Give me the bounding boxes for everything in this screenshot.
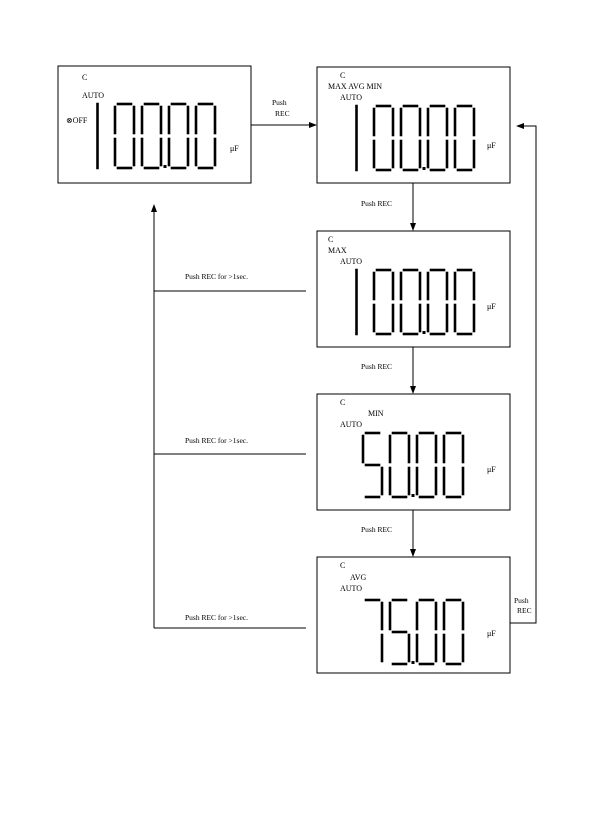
function-label-c: C (340, 398, 345, 407)
function-label-c: C (82, 73, 87, 82)
unit-label: μF (230, 144, 239, 153)
decimal-point (423, 167, 426, 170)
arrow-d5-to-d2: Push REC (510, 123, 536, 623)
mode-label: MAX AVG MIN (328, 82, 382, 91)
lcd-display-3: C MAX AUTO μF (317, 231, 510, 347)
mode-label: MIN (368, 409, 384, 418)
transition-label: Push (514, 596, 529, 605)
transition-label: REC (517, 606, 532, 615)
return-label: Push REC for >1sec. (185, 272, 248, 281)
unit-label: μF (487, 141, 496, 150)
decimal-point (423, 331, 426, 334)
return-path: Push REC for >1sec. Push REC for >1sec. … (151, 204, 306, 628)
arrow-d1-to-d2: Push REC (251, 98, 317, 128)
off-label: ⊗OFF (66, 116, 88, 125)
lcd-display-5: C AVG AUTO μF (317, 557, 510, 673)
decimal-point (164, 165, 167, 168)
auto-label: AUTO (340, 584, 362, 593)
auto-label: AUTO (340, 93, 362, 102)
mode-label: MAX (328, 246, 347, 255)
transition-label: Push REC (361, 362, 392, 371)
transition-label: Push (272, 98, 287, 107)
transition-label: Push REC (361, 199, 392, 208)
arrow-d2-to-d3: Push REC (361, 183, 416, 231)
unit-label: μF (487, 629, 496, 638)
decimal-point (412, 661, 415, 664)
lcd-display-4: C MIN AUTO μF (317, 394, 510, 510)
return-label: Push REC for >1sec. (185, 613, 248, 622)
return-label: Push REC for >1sec. (185, 436, 248, 445)
mode-label: AVG (350, 573, 367, 582)
unit-label: μF (487, 302, 496, 311)
auto-label: AUTO (340, 420, 362, 429)
arrow-d4-to-d5: Push REC (361, 510, 416, 557)
unit-label: μF (487, 465, 496, 474)
function-label-c: C (340, 561, 345, 570)
auto-label: AUTO (82, 91, 104, 100)
transition-label: REC (275, 109, 290, 118)
auto-label: AUTO (340, 257, 362, 266)
lcd-display-2: C MAX AVG MIN AUTO μF (317, 67, 510, 183)
transition-label: Push REC (361, 525, 392, 534)
function-label-c: C (328, 235, 333, 244)
decimal-point (412, 494, 415, 497)
function-label-c: C (340, 71, 345, 80)
arrow-d3-to-d4: Push REC (361, 347, 416, 394)
lcd-display-1: C AUTO ⊗OFF μF (58, 66, 251, 183)
